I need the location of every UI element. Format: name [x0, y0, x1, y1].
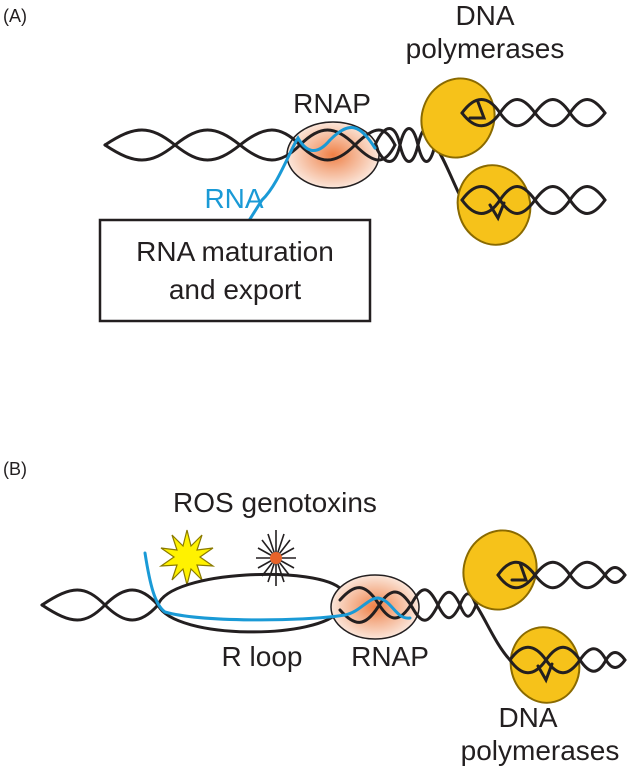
genotoxin-icon: [256, 530, 296, 586]
panel-b-rloop-label: R loop: [222, 641, 303, 672]
panel-b-rna-transcript: [143, 551, 412, 622]
panel-b-polymerase-label-line2: polymerases: [461, 735, 620, 766]
panel-a-polymerase-lower: [456, 164, 532, 246]
panel-a-parental-dna: [103, 128, 397, 162]
ros-burst-icon: [158, 529, 216, 586]
panel-b-polymerase-label-line1: DNA: [498, 702, 557, 733]
panel-a-polymerase-label-line2: polymerases: [406, 33, 565, 64]
panel-a-polymerase-label-line1: DNA: [455, 0, 514, 31]
panel-a-box-line1: RNA maturation: [136, 236, 334, 267]
panel-a-rnap-label: RNAP: [293, 88, 371, 119]
panel-a-maturation-box: [98, 218, 372, 323]
panel-b-label: (B): [3, 459, 27, 479]
panel-a-box-line2: and export: [169, 274, 302, 305]
r-loop-upper-strand: [156, 572, 344, 607]
panel-a-polymerase-upper: [420, 77, 496, 159]
r-loop-lower-strand: [156, 603, 342, 634]
panel-b-rnap-label: RNAP: [351, 641, 429, 672]
panel-b-daughter-dna-upper: [496, 560, 627, 590]
panel-b-daughter-dna-lower: [508, 645, 627, 684]
panel-a-label: (A): [3, 6, 27, 26]
panel-b-fork-lower-arm: [474, 603, 512, 662]
panel-a-rna-transcript: [236, 126, 377, 240]
panel-a-daughter-dna-upper: [460, 98, 607, 128]
panel-b-damage-label: ROS genotoxins: [173, 487, 377, 518]
panel-b-rnap-ellipse: [330, 574, 420, 640]
panel-a-rna-label: RNA: [204, 183, 263, 214]
panel-a: (A) DNA polymerases RNAP: [3, 0, 607, 323]
panel-b: (B) ROS genotoxins R loop RNAP: [3, 459, 627, 766]
panel-b-parental-dna: [40, 588, 160, 622]
panel-a-daughter-dna-lower: [460, 185, 607, 222]
